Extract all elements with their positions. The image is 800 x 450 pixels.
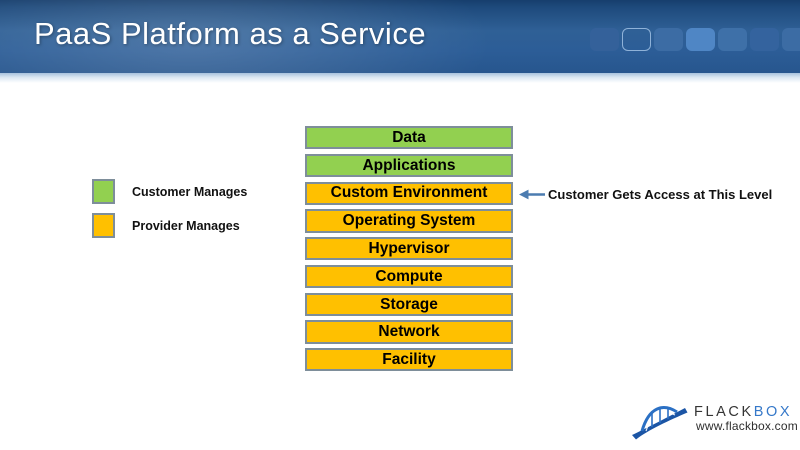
- left-arrow-icon: [519, 189, 545, 200]
- banner-fade-edge: [0, 73, 800, 83]
- decoration-square: [622, 28, 651, 51]
- flackbox-logo: FLACKBOX www.flackbox.com: [632, 398, 798, 440]
- stack-layer-applications: Applications: [305, 153, 513, 177]
- brand-text: FLACKBOX: [694, 404, 792, 420]
- title-banner: PaaS Platform as a Service: [0, 0, 800, 73]
- brand-text-flack: FLACK: [694, 404, 754, 420]
- stack-layer-label: Network: [378, 323, 440, 341]
- legend-swatch-customer: [92, 179, 115, 204]
- bridge-icon: [632, 406, 688, 440]
- stack-layer-label: Data: [392, 128, 426, 146]
- decoration-square: [718, 28, 747, 51]
- brand-url: www.flackbox.com: [696, 419, 798, 433]
- legend-item-provider: Provider Manages: [92, 213, 240, 238]
- stack-layer-label: Operating System: [342, 212, 476, 230]
- decoration-square: [686, 28, 715, 51]
- stack-layer-network: Network: [305, 320, 513, 344]
- stack-layer-compute: Compute: [305, 264, 513, 289]
- legend-swatch-provider: [92, 213, 115, 238]
- stack-layer-data: Data: [305, 126, 513, 150]
- legend-item-customer: Customer Manages: [92, 179, 247, 204]
- decoration-square: [590, 28, 619, 51]
- legend-label-provider: Provider Manages: [132, 218, 240, 233]
- legend-label-customer: Customer Manages: [132, 184, 248, 199]
- stack-layer-hypervisor: Hypervisor: [305, 237, 513, 261]
- stack-layer-facility: Facility: [305, 348, 513, 372]
- stack-layer-label: Compute: [375, 267, 443, 285]
- stack-layer-label: Facility: [382, 351, 436, 369]
- stack-layer-operating-system: Operating System: [305, 209, 513, 233]
- stack-layer-label: Hypervisor: [368, 239, 450, 257]
- access-level-note: Customer Gets Access at This Level: [548, 187, 773, 202]
- decoration-squares: [590, 28, 800, 51]
- stack-layer-label: Custom Environment: [330, 184, 488, 202]
- page-title: PaaS Platform as a Service: [34, 16, 427, 51]
- brand-text-box: BOX: [753, 404, 793, 420]
- decoration-square: [750, 28, 779, 51]
- decoration-square: [654, 28, 683, 51]
- decoration-square: [782, 28, 800, 51]
- stack-layer-label: Storage: [380, 295, 438, 313]
- stack-layer-custom-environment: Custom Environment: [305, 181, 513, 205]
- stack-layer-storage: Storage: [305, 292, 513, 316]
- stack-layer-label: Applications: [362, 156, 456, 174]
- stack-diagram: Data Applications Custom Environment Ope…: [305, 126, 513, 372]
